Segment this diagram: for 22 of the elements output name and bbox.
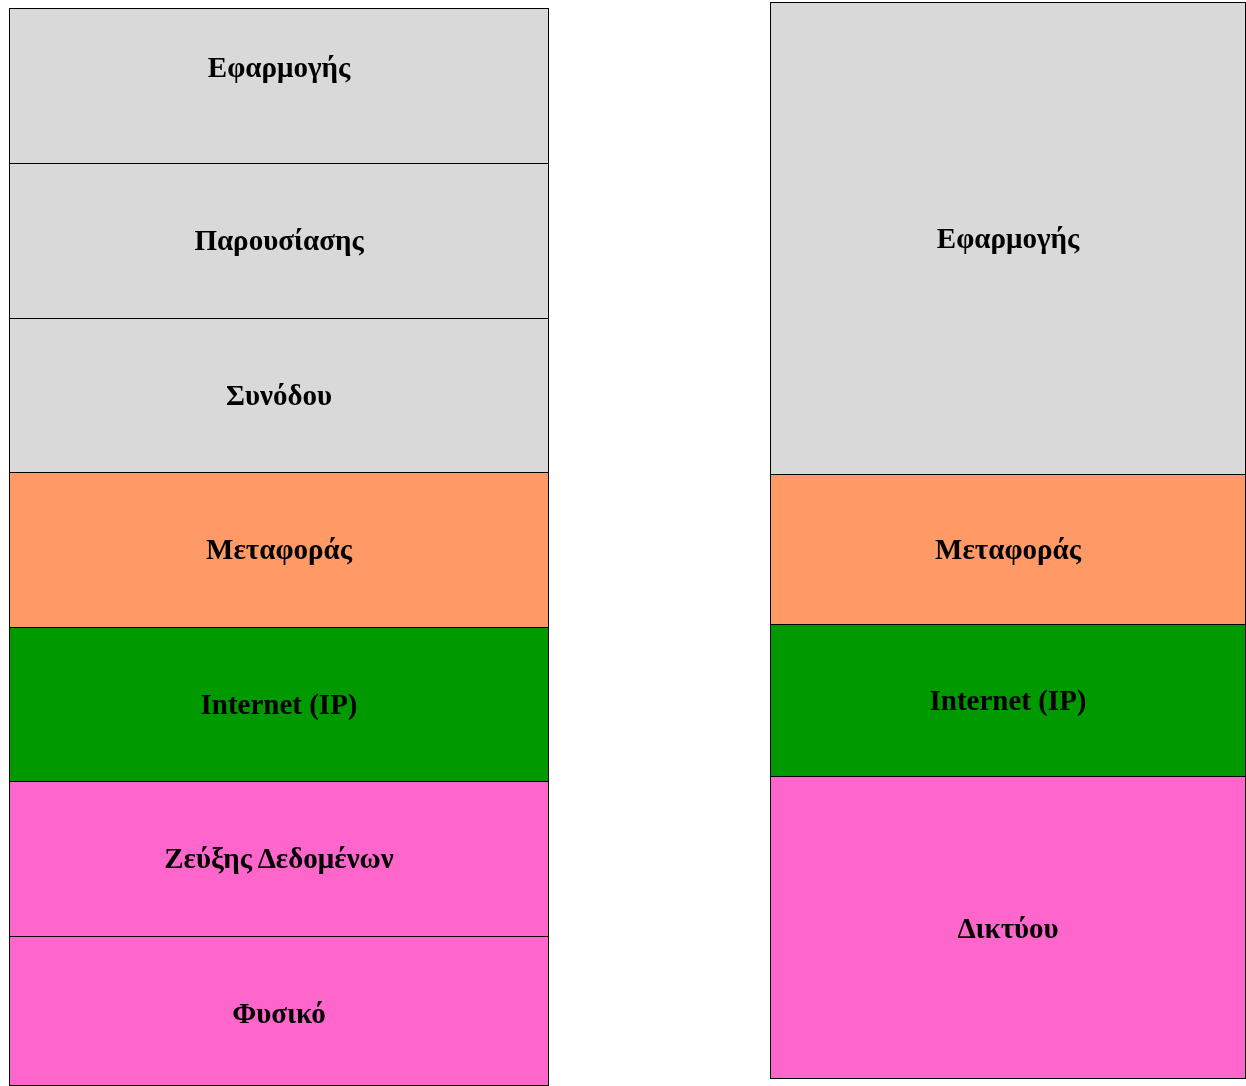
layer-box [770,474,1246,625]
layer-box [9,936,549,1086]
layer-name: Συνόδου [225,379,333,412]
layer-name: Παρουσίασης [194,224,364,257]
layer-name: Φυσικό [232,997,326,1030]
layer-box [9,163,549,319]
layer-box [9,781,549,937]
layer-name: Εφαρμογής [936,222,1080,255]
layer-box [770,776,1246,1079]
layer-name: Μεταφοράς [935,533,1081,566]
layer-box [9,318,549,473]
layer-box [770,624,1246,777]
layer-name: Internet (IP) [929,684,1087,717]
layer-name: Internet (IP) [200,688,358,721]
layer-box [770,2,1246,475]
layer-name: Δικτύου [957,912,1059,945]
layer-name: Μεταφοράς [206,533,352,566]
layer-box [9,472,549,628]
layer-box [9,627,549,782]
layer-name: Εφαρμογής [207,51,351,84]
layer-box [9,8,549,164]
layer-name: Ζεύξης Δεδομένων [164,842,394,875]
